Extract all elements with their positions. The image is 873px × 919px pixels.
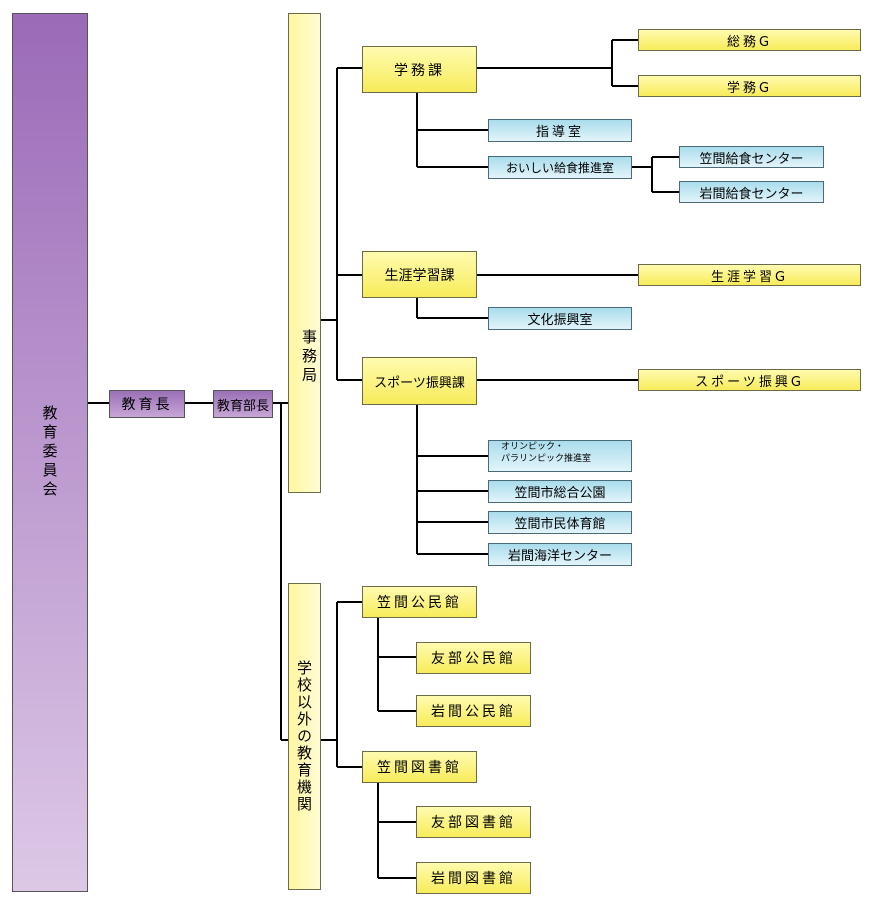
- director-box: 教育部長: [213, 390, 273, 418]
- sports-ka-label: スポーツ振興課: [374, 375, 465, 391]
- sports-g-label: スポーツ振興G: [695, 374, 804, 390]
- shogai-ka-box: 生涯学習課: [362, 251, 477, 298]
- bunka-shitsu-label: 文化振興室: [527, 313, 593, 328]
- secretariat-box: 事務局: [288, 13, 321, 493]
- gakumu-ka-box: 学務課: [362, 46, 477, 93]
- tomobe-kominkan-label: 友部公民館: [431, 651, 516, 667]
- somu-g-box: 総務G: [638, 29, 861, 51]
- iwama-kaiyo-label: 岩間海洋センター: [507, 549, 612, 564]
- gakumu-ka-label: 学務課: [394, 62, 445, 79]
- iwama-tosho-label: 岩間図書館: [431, 871, 516, 887]
- kasama-kominkan-label: 笠間公民館: [377, 595, 462, 611]
- sogo-koen-box: 笠間市総合公園: [488, 480, 632, 503]
- gakumu-g-box: 学務G: [638, 75, 861, 97]
- kyushoku-suishin-box: おいしい給食推進室: [488, 156, 632, 179]
- other-institutions-label: 学校以外の教育機関: [295, 660, 313, 813]
- board-of-education-label: 教育委員会: [40, 405, 59, 500]
- board-of-education-box: 教育委員会: [12, 13, 88, 892]
- shogai-ka-label: 生涯学習課: [384, 267, 455, 284]
- somu-g-label: 総務G: [726, 34, 773, 50]
- iwama-kyushoku-box: 岩間給食センター: [679, 181, 824, 203]
- shido-shitsu-label: 指導室: [535, 125, 584, 140]
- kyushoku-suishin-label: おいしい給食推進室: [505, 161, 614, 175]
- olympic-suishin-box: オリンピック・ パラリンピック推進室: [488, 440, 632, 472]
- iwama-kyushoku-label: 岩間給食センター: [699, 186, 804, 202]
- shogai-g-box: 生涯学習G: [638, 264, 861, 286]
- secretariat-label: 事務局: [300, 328, 318, 386]
- kasama-tosho-label: 笠間図書館: [377, 760, 462, 776]
- shido-shitsu-box: 指導室: [488, 119, 632, 142]
- iwama-kominkan-box: 岩間公民館: [416, 695, 531, 727]
- other-institutions-box: 学校以外の教育機関: [288, 583, 321, 890]
- sogo-koen-label: 笠間市総合公園: [514, 486, 606, 501]
- olympic-suishin-label-line1: オリンピック・: [501, 442, 564, 452]
- shogai-g-label: 生涯学習G: [710, 269, 789, 285]
- iwama-kominkan-label: 岩間公民館: [431, 704, 516, 720]
- iwama-tosho-box: 岩間図書館: [416, 862, 531, 894]
- superintendent-label: 教育長: [121, 397, 173, 413]
- kasama-kominkan-box: 笠間公民館: [362, 586, 477, 618]
- olympic-suishin-label-line2: パラリンピック推進室: [501, 454, 592, 464]
- iwama-kaiyo-box: 岩間海洋センター: [488, 543, 632, 566]
- sports-g-box: スポーツ振興G: [638, 369, 861, 391]
- bunka-shitsu-box: 文化振興室: [488, 307, 632, 330]
- tomobe-tosho-box: 友部図書館: [416, 806, 531, 838]
- shimin-taiikukan-box: 笠間市民体育館: [488, 511, 632, 534]
- shimin-taiikukan-label: 笠間市民体育館: [514, 517, 606, 532]
- tomobe-kominkan-box: 友部公民館: [416, 642, 531, 674]
- kasama-kyushoku-box: 笠間給食センター: [679, 146, 824, 168]
- superintendent-box: 教育長: [109, 390, 185, 418]
- director-label: 教育部長: [216, 398, 269, 414]
- gakumu-g-label: 学務G: [726, 80, 773, 96]
- tomobe-tosho-label: 友部図書館: [431, 815, 516, 831]
- kasama-tosho-box: 笠間図書館: [362, 751, 477, 783]
- sports-ka-box: スポーツ振興課: [362, 357, 477, 405]
- kasama-kyushoku-label: 笠間給食センター: [699, 151, 804, 167]
